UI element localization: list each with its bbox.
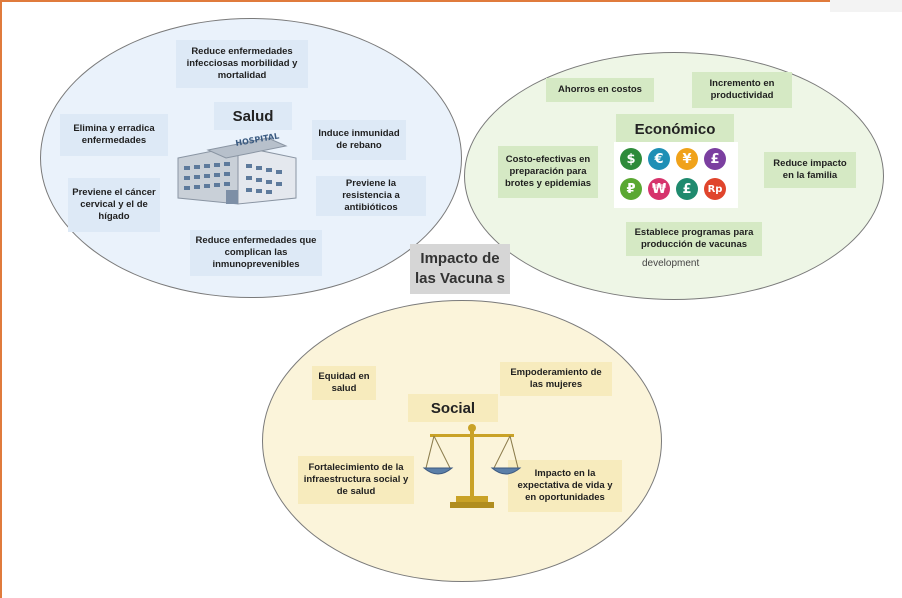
center-title-line1: Impacto de [420, 250, 500, 267]
salud-item-resistencia: Previene la resistencia a antibióticos [316, 176, 426, 216]
currency-coins-panel: $ € ¥ £ ₽ ₩ £ Rp [614, 142, 738, 208]
corner-tab [830, 0, 902, 12]
center-title-line2: las Vacuna s [414, 270, 506, 287]
social-title: Social [408, 394, 498, 422]
salud-item-reduce-infecciosas: Reduce enfermedades infecciosas morbilid… [176, 40, 308, 88]
economico-item-reduce-impacto: Reduce impacto en la familia [764, 152, 856, 188]
salud-title: Salud [214, 102, 292, 130]
salud-item-inmunidad: Induce inmunidad de rebano [312, 120, 406, 160]
social-ellipse [262, 300, 662, 582]
social-item-empoderamiento: Empoderamiento de las mujeres [500, 362, 612, 396]
coin-pound-icon: £ [704, 148, 726, 170]
economico-item-costo-efectivas: Costo-efectivas en preparación para brot… [498, 146, 598, 198]
economico-item-productividad: Incremento en productividad [692, 72, 792, 108]
coin-euro-icon: € [648, 148, 670, 170]
coin-yen-icon: ¥ [676, 148, 698, 170]
economico-item-programas: Establece programas para producción de v… [626, 222, 762, 256]
social-item-equidad: Equidad en salud [312, 366, 376, 400]
coin-dollar-icon: $ [620, 148, 642, 170]
coin-won-icon: ₩ [648, 178, 670, 200]
economico-item-ahorros: Ahorros en costos [546, 78, 654, 102]
salud-item-elimina: Elimina y erradica enfermedades [60, 114, 168, 156]
development-label: development [642, 258, 700, 269]
social-item-expectativa: Impacto en la expectativa de vida y en o… [508, 460, 622, 512]
coin-rupiah-icon: Rp [704, 178, 726, 200]
economico-title: Económico [616, 114, 734, 144]
coin-ruble-icon: ₽ [620, 178, 642, 200]
social-item-fortalecimiento: Fortalecimiento de la infraestructura so… [298, 456, 414, 504]
center-title-box: Impacto de las Vacuna s [410, 244, 510, 294]
balance-scale-icon [422, 424, 522, 508]
hospital-icon: HOSPITAL [177, 131, 297, 205]
coin-pound-2-icon: £ [676, 178, 698, 200]
salud-item-complican: Reduce enfermedades que complican las in… [190, 230, 322, 276]
salud-item-cancer: Previene el cáncer cervical y el de híga… [68, 178, 160, 232]
